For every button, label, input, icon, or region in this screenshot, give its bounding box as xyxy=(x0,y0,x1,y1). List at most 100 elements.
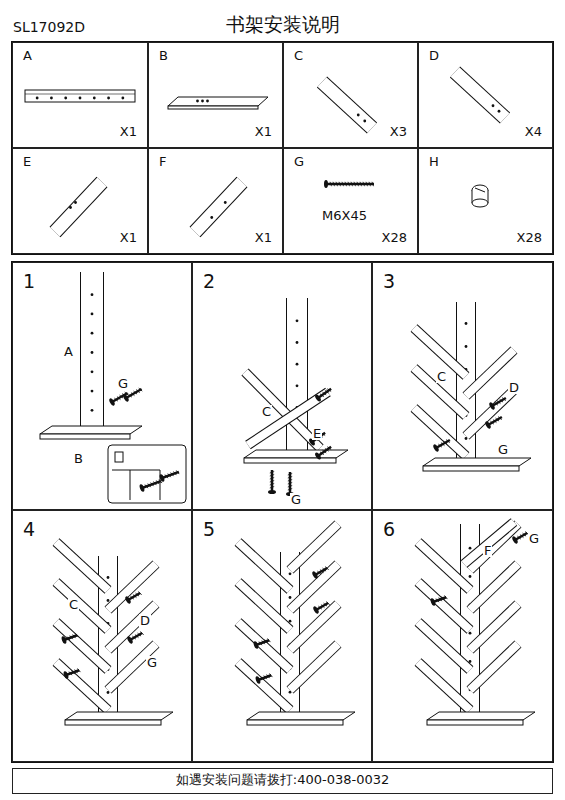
screw-shank xyxy=(326,183,374,186)
screw-thread xyxy=(156,480,159,485)
base-edge xyxy=(65,720,161,725)
shelf-board xyxy=(238,542,290,590)
hole xyxy=(363,120,366,123)
hole xyxy=(289,596,292,599)
screw xyxy=(253,636,271,649)
screw-shank xyxy=(316,603,328,610)
screw-thread xyxy=(336,182,338,186)
screw-thread xyxy=(326,601,329,606)
part-callout: C xyxy=(436,370,447,383)
part-callout: F xyxy=(483,544,492,557)
hole xyxy=(91,409,94,412)
screw-thread xyxy=(135,634,138,639)
screw-thread xyxy=(134,390,137,395)
part-cell: CX3 xyxy=(283,42,418,148)
part-cell: BX1 xyxy=(148,42,283,148)
screw-thread xyxy=(317,570,320,575)
part-cell: DX4 xyxy=(418,42,553,148)
part-f-board-face xyxy=(195,182,242,232)
hole xyxy=(91,390,94,393)
screw xyxy=(484,414,504,430)
screw-thread xyxy=(264,675,267,680)
screw-thread xyxy=(265,639,268,644)
screw-thread xyxy=(288,489,292,491)
screw xyxy=(159,468,181,482)
screw-thread xyxy=(357,182,359,186)
screw-thread xyxy=(270,481,274,483)
hole xyxy=(289,572,292,575)
base-edge xyxy=(427,720,523,725)
screw-thread xyxy=(325,566,328,571)
part-a-upright-face xyxy=(81,272,103,432)
shelf-board-face xyxy=(290,524,338,570)
screw-thread xyxy=(151,482,154,487)
shelf-board xyxy=(290,604,338,650)
screw-thread xyxy=(288,474,292,476)
part-e-board-face xyxy=(55,182,102,232)
shelf-board-face xyxy=(238,542,290,590)
screw-thread xyxy=(520,534,523,539)
part-a-upright xyxy=(80,272,104,432)
screw-head xyxy=(432,444,439,453)
hole xyxy=(469,632,472,635)
part-letter: H xyxy=(429,155,439,169)
shelf-board-face xyxy=(108,564,156,610)
shelf-board xyxy=(470,564,518,610)
shelf-board-face xyxy=(466,350,514,396)
part-callout: G xyxy=(146,656,158,669)
base-top xyxy=(65,712,173,720)
part-callout: C xyxy=(68,598,79,611)
part-callout: G xyxy=(528,532,540,545)
part-callout: D xyxy=(139,614,151,627)
hole xyxy=(296,341,299,344)
hole xyxy=(296,384,299,387)
screw xyxy=(63,666,81,679)
screw-thread xyxy=(133,594,136,599)
hotline-box: 如遇安装问题请拨打:400-038-0032 xyxy=(12,768,553,794)
step-number: 5 xyxy=(203,519,215,540)
part-c-board xyxy=(322,82,372,128)
step-panel: 1 xyxy=(12,262,192,510)
screw-thread xyxy=(138,632,141,637)
screw-thread xyxy=(168,473,171,478)
screw-thread xyxy=(498,416,501,421)
screw-thread xyxy=(322,391,326,395)
shelf-board-face xyxy=(56,542,108,590)
shelf-board xyxy=(290,644,338,690)
screw xyxy=(324,180,374,188)
step-panel: 3 xyxy=(372,262,553,510)
screw-head xyxy=(314,394,322,403)
screw-thread xyxy=(288,483,292,485)
screw xyxy=(126,629,144,644)
screw-head xyxy=(312,606,319,615)
hole xyxy=(91,332,94,335)
screw-thread xyxy=(259,641,262,646)
step-number: 2 xyxy=(203,271,215,292)
hole xyxy=(91,351,94,354)
screw-thread xyxy=(342,182,344,186)
screw-head xyxy=(108,398,115,407)
screw-thread xyxy=(502,397,505,402)
hole xyxy=(465,322,468,325)
shelf-board xyxy=(108,604,156,650)
screw-thread xyxy=(327,446,331,450)
screw-thread xyxy=(75,633,78,638)
shelf-board xyxy=(470,644,518,690)
part-a-board xyxy=(25,90,135,102)
base-top xyxy=(427,712,535,720)
screw-thread xyxy=(325,448,329,452)
screw-thread xyxy=(442,596,445,601)
screw-thread xyxy=(369,182,371,186)
screw-thread xyxy=(77,668,80,673)
screw-thread xyxy=(320,393,324,397)
cam-bottom xyxy=(472,199,488,207)
shelf-board-face xyxy=(466,390,514,436)
screw xyxy=(139,477,163,492)
screw-thread xyxy=(139,387,142,392)
step-panel: 5 xyxy=(192,510,372,762)
screw-thread xyxy=(138,591,141,596)
parts-frame xyxy=(12,42,553,254)
screw xyxy=(311,564,329,579)
step-number: 3 xyxy=(383,271,395,292)
